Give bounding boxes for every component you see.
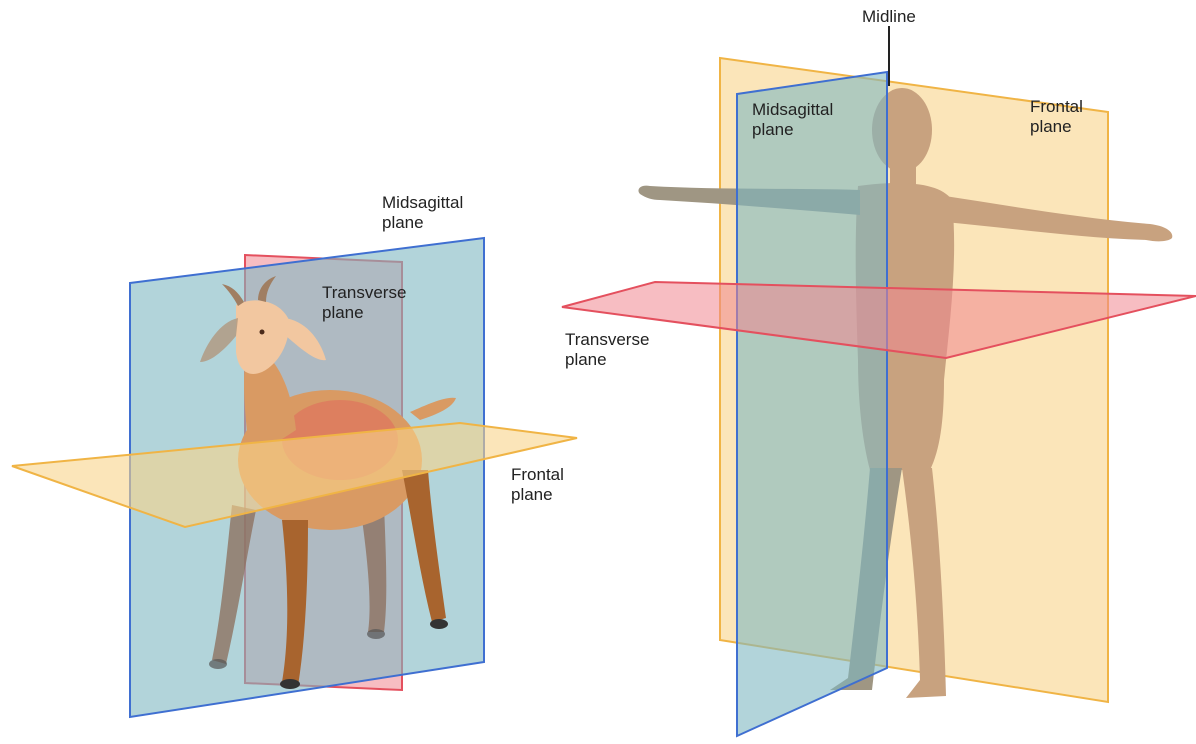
human-frontal-line2: plane — [1030, 117, 1083, 137]
human-transverse-line1: Transverse — [565, 330, 649, 350]
human-frontal-line1: Frontal — [1030, 97, 1083, 117]
goat-midsagittal-line1: Midsagittal — [382, 193, 463, 213]
human-midline-label: Midline — [862, 7, 916, 27]
human-transverse-label: Transverse plane — [565, 330, 649, 370]
human-panel — [562, 26, 1196, 736]
human-midsagittal-line2: plane — [752, 120, 833, 140]
goat-frontal-label: Frontal plane — [511, 465, 564, 505]
goat-frontal-line2: plane — [511, 485, 564, 505]
human-midsagittal-label: Midsagittal plane — [752, 100, 833, 140]
goat-midsagittal-line2: plane — [382, 213, 463, 233]
human-transverse-line2: plane — [565, 350, 649, 370]
goat-panel — [12, 238, 577, 717]
goat-transverse-label: Transverse plane — [322, 283, 406, 323]
goat-midsagittal-label: Midsagittal plane — [382, 193, 463, 233]
human-frontal-label: Frontal plane — [1030, 97, 1083, 137]
human-midsagittal-plane — [737, 72, 887, 736]
goat-frontal-line1: Frontal — [511, 465, 564, 485]
human-midsagittal-line1: Midsagittal — [752, 100, 833, 120]
goat-transverse-line1: Transverse — [322, 283, 406, 303]
human-midline-text: Midline — [862, 7, 916, 27]
goat-transverse-line2: plane — [322, 303, 406, 323]
